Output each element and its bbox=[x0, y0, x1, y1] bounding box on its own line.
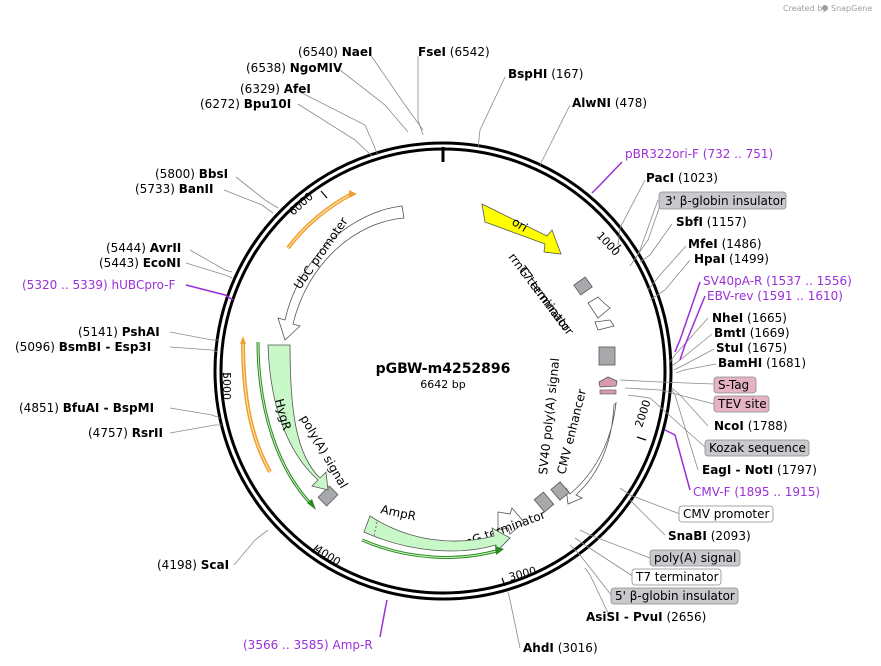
feature-box-polya-signal[interactable]: poly(A) signal bbox=[649, 549, 741, 567]
enzyme-site-label[interactable]: (5443) EcoNI bbox=[99, 256, 181, 270]
enzyme-site-label[interactable]: NcoI (1788) bbox=[714, 419, 788, 433]
enzyme-site-label[interactable]: (4198) ScaI bbox=[157, 558, 229, 572]
tick-6000-mark bbox=[320, 190, 328, 199]
svg-text:Kozak sequence: Kozak sequence bbox=[709, 441, 806, 455]
snapgene-logo-icon bbox=[822, 5, 828, 11]
sv40-polya-box[interactable] bbox=[598, 346, 616, 366]
ampr-label: AmpR bbox=[379, 502, 417, 523]
snapgene-brand: SnapGene bbox=[831, 4, 872, 13]
tick-1000-mark bbox=[613, 244, 622, 251]
tick-3000-mark bbox=[501, 577, 506, 587]
svg-text:5' β-globin insulator: 5' β-globin insulator bbox=[615, 589, 735, 603]
tick-marks bbox=[222, 190, 647, 587]
enzyme-site-label[interactable]: (4851) BfuAI - BspMI bbox=[19, 401, 154, 415]
feature-box-tev-site[interactable]: TEV site bbox=[713, 395, 770, 413]
orange-bar-top-arrowhead bbox=[349, 190, 357, 198]
enzyme-site-label[interactable]: NheI (1665) bbox=[712, 311, 787, 325]
enzyme-site-label[interactable]: (5141) PshAI bbox=[78, 325, 160, 339]
polya-signal-box-2[interactable] bbox=[317, 485, 339, 507]
primer-label[interactable]: SV40pA-R (1537 .. 1556) bbox=[703, 274, 852, 288]
enzyme-site-label[interactable]: (6540) NaeI bbox=[298, 45, 372, 59]
svg-text:T7 terminator: T7 terminator bbox=[635, 570, 719, 584]
s-tag-feature[interactable] bbox=[598, 376, 618, 388]
t7-terminator-label: T7 terminator bbox=[515, 263, 577, 338]
rrng-terminator-box[interactable] bbox=[573, 276, 593, 296]
enzyme-site-label[interactable]: MfeI (1486) bbox=[688, 237, 762, 251]
feature-box-5-insulator[interactable]: 5' β-globin insulator bbox=[610, 587, 739, 605]
orange-bar-left-inner bbox=[242, 341, 271, 473]
ampr-bar-arrowhead bbox=[495, 546, 504, 555]
hygr-bar-arrowhead bbox=[307, 499, 316, 510]
enzyme-site-label[interactable]: (6272) Bpu10I bbox=[200, 97, 291, 111]
enzyme-site-label[interactable]: (6329) AfeI bbox=[240, 82, 311, 96]
hygr-feature[interactable] bbox=[267, 344, 329, 491]
svg-text:CMV promoter: CMV promoter bbox=[683, 507, 770, 521]
svg-text:TEV site: TEV site bbox=[717, 397, 767, 411]
enzyme-site-label[interactable]: PacI (1023) bbox=[646, 171, 718, 185]
feature-box-kozak[interactable]: Kozak sequence bbox=[704, 439, 810, 457]
ori-feature[interactable] bbox=[481, 203, 562, 255]
plasmid-name: pGBW-m4252896 bbox=[376, 361, 511, 377]
primer-label[interactable]: EBV-rev (1591 .. 1610) bbox=[707, 289, 843, 303]
enzyme-site-label[interactable]: SnaBI (2093) bbox=[668, 529, 751, 543]
enzyme-site-label[interactable]: AhdI (3016) bbox=[523, 641, 598, 655]
tick-2000-mark bbox=[636, 436, 647, 441]
label-leader-lines bbox=[169, 53, 717, 649]
ubc-promoter-arrow[interactable] bbox=[277, 205, 405, 341]
tev-site-feature[interactable] bbox=[599, 389, 617, 395]
backbone-outer-strand bbox=[213, 141, 673, 601]
enzyme-site-label[interactable]: StuI (1675) bbox=[716, 341, 787, 355]
svg-text:poly(A) signal: poly(A) signal bbox=[654, 551, 736, 565]
t7-terminator-small-arrow[interactable] bbox=[594, 319, 615, 331]
svg-text:3' β-globin insulator: 3' β-globin insulator bbox=[665, 194, 785, 208]
enzyme-site-label[interactable]: (5444) AvrII bbox=[106, 241, 181, 255]
enzyme-site-label[interactable]: AsiSI - PvuI (2656) bbox=[586, 610, 706, 624]
enzyme-site-label[interactable]: (5733) BanII bbox=[135, 182, 213, 196]
hygr-green-bar-inner bbox=[257, 341, 313, 506]
enzyme-site-label[interactable]: (5800) BbsI bbox=[155, 167, 228, 181]
insulator-box[interactable] bbox=[550, 481, 570, 501]
enzyme-site-label[interactable]: SbfI (1157) bbox=[676, 215, 747, 229]
primer-label[interactable]: (5320 .. 5339) hUBCpro-F bbox=[22, 278, 176, 292]
rrng-terminator-2-arrow[interactable] bbox=[497, 507, 525, 535]
cmv-enhancer-arrow[interactable] bbox=[565, 401, 617, 505]
ubc-promoter-label: UbC promoter bbox=[291, 215, 351, 292]
enzyme-site-label[interactable]: FseI (6542) bbox=[418, 45, 490, 59]
t7-terminator-arrow[interactable] bbox=[587, 296, 611, 319]
primer-label[interactable]: (3566 .. 3585) Amp-R bbox=[243, 638, 373, 652]
primer-label[interactable]: CMV-F (1895 .. 1915) bbox=[693, 485, 820, 499]
enzyme-site-label[interactable]: BmtI (1669) bbox=[714, 326, 790, 340]
polya-signal-box[interactable] bbox=[533, 491, 555, 513]
svg-text:S-Tag: S-Tag bbox=[718, 378, 749, 392]
orange-bar-top-inner bbox=[287, 193, 353, 249]
tick-4000-label: 4000 bbox=[312, 543, 343, 569]
enzyme-site-label[interactable]: EagI - NotI (1797) bbox=[702, 463, 817, 477]
tick-2000-label: 2000 bbox=[632, 398, 653, 429]
ampr-feature[interactable] bbox=[363, 515, 511, 553]
orange-bar-left-arrowhead bbox=[240, 336, 246, 344]
enzyme-site-label[interactable]: BamHI (1681) bbox=[718, 356, 806, 370]
feature-box-s-tag[interactable]: S-Tag bbox=[713, 376, 757, 394]
enzyme-site-label[interactable]: (5096) BsmBI - Esp3I bbox=[15, 340, 151, 354]
feature-box-cmv-promoter[interactable]: CMV promoter bbox=[678, 505, 774, 523]
primer-markers bbox=[185, 161, 706, 638]
plasmid-size: 6642 bp bbox=[420, 378, 465, 391]
primer-label[interactable]: pBR322ori-F (732 .. 751) bbox=[625, 147, 773, 161]
enzyme-site-label[interactable]: AlwNI (478) bbox=[572, 96, 647, 110]
ampr-green-bar-inner bbox=[361, 539, 501, 558]
tick-5000-label: 5000 bbox=[220, 372, 233, 400]
feature-box-3-insulator[interactable]: 3' β-globin insulator bbox=[658, 191, 787, 210]
feature-box-t7-terminator[interactable]: T7 terminator bbox=[631, 568, 722, 586]
enzyme-site-label[interactable]: BspHI (167) bbox=[508, 67, 584, 81]
tick-4000-mark bbox=[311, 544, 319, 553]
enzyme-site-label[interactable]: HpaI (1499) bbox=[694, 252, 769, 266]
enzyme-site-label[interactable]: (6538) NgoMIV bbox=[246, 61, 343, 75]
cmv-enhancer-label: CMV enhancer bbox=[554, 388, 589, 476]
enzyme-site-label[interactable]: (4757) RsrII bbox=[88, 426, 163, 440]
created-by-text: Created by bbox=[783, 4, 827, 13]
tick-6000-label: 6000 bbox=[286, 190, 316, 218]
